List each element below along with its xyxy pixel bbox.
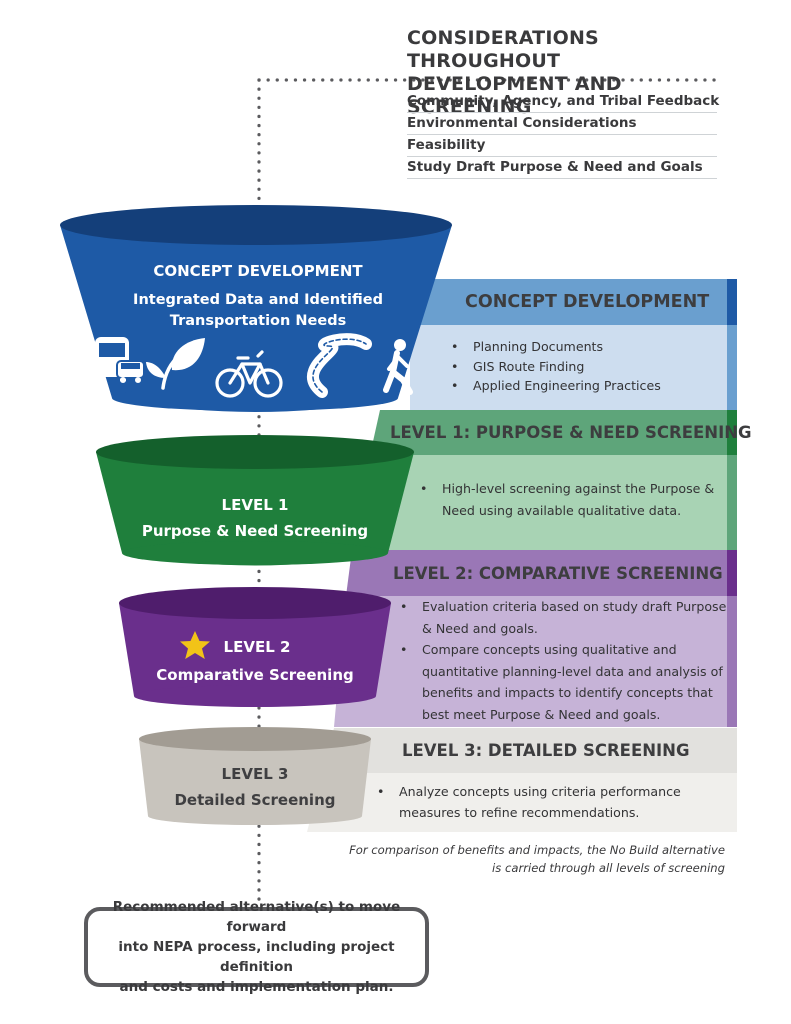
pedestrian-icon	[383, 339, 413, 395]
concept-panel-bullets: Planning Documents GIS Route Finding App…	[451, 337, 661, 396]
level1-funnel-title: LEVEL 1	[221, 496, 289, 514]
final-line: and costs and implementation plan.	[119, 979, 394, 995]
consideration-item: Environmental Considerations	[407, 113, 717, 135]
level3-panel-bullets: Analyze concepts using criteria performa…	[377, 782, 681, 823]
bullet-item: Compare concepts using qualitative and q…	[400, 639, 726, 725]
concept-funnel-subtitle: Integrated Data and Identified Transport…	[88, 290, 428, 332]
level1-panel-title: LEVEL 1: PURPOSE & NEED SCREENING	[390, 423, 752, 442]
bullet-line: measures to refine recommendations.	[399, 804, 640, 820]
considerations-title-line: CONSIDERATIONS THROUGHOUT	[407, 27, 599, 72]
level2-funnel-subtitle: Comparative Screening	[156, 666, 354, 684]
bullet-line: & Need and goals.	[422, 620, 538, 636]
note-line: is carried through all levels of screeni…	[492, 861, 725, 875]
bullet-line: benefits and impacts to identify concept…	[422, 685, 713, 700]
level1-funnel-subtitle: Purpose & Need Screening	[141, 522, 369, 540]
funnel-tier-level1	[96, 435, 414, 566]
level2-funnel-title: LEVEL 2	[223, 638, 291, 656]
bullet-item: Applied Engineering Practices	[451, 376, 661, 396]
leaf-icon	[146, 338, 205, 390]
no-build-note: For comparison of benefits and impacts, …	[330, 841, 725, 877]
bullet-line: High-level screening against the Purpose…	[442, 481, 715, 496]
considerations-title: CONSIDERATIONS THROUGHOUT DEVELOPMENT AN…	[407, 27, 747, 119]
bullet-item: Analyze concepts using criteria performa…	[377, 782, 681, 823]
concept-funnel-subtitle-line: Transportation Needs	[169, 313, 347, 329]
road-icon	[307, 333, 372, 398]
level3-funnel-title: LEVEL 3	[221, 765, 289, 783]
bullet-item: Evaluation criteria based on study draft…	[400, 596, 726, 639]
bullet-line: quantitative planning-level data and ana…	[422, 663, 723, 679]
bus-car-icon	[95, 337, 145, 383]
concept-panel-title: CONCEPT DEVELOPMENT	[465, 292, 710, 312]
bullet-line: Evaluation criteria based on study draft…	[422, 599, 727, 614]
level2-panel-title: LEVEL 2: COMPARATIVE SCREENING	[393, 564, 723, 583]
bullet-line: best meet Purpose & Need and goals.	[422, 706, 661, 722]
recommended-alternative-box: Recommended alternative(s) to move forwa…	[84, 899, 429, 995]
bicycle-icon	[215, 350, 283, 398]
consideration-item: Feasibility	[407, 135, 717, 157]
final-line: Recommended alternative(s) to move forwa…	[112, 899, 401, 935]
star-icon	[180, 631, 210, 659]
bullet-line: Compare concepts using qualitative and	[422, 642, 677, 657]
consideration-item: Study Draft Purpose & Need and Goals	[407, 157, 717, 179]
funnel-tier-level3	[139, 727, 371, 825]
concept-funnel-subtitle-line: Integrated Data and Identified	[133, 292, 383, 308]
bullet-item: Planning Documents	[451, 337, 661, 357]
concept-funnel-title: CONCEPT DEVELOPMENT	[153, 262, 363, 280]
level2-panel-bullets: Evaluation criteria based on study draft…	[400, 596, 726, 725]
consideration-item: Community, Agency, and Tribal Feedback	[407, 91, 719, 113]
level1-panel-bullets: High-level screening against the Purpose…	[420, 478, 714, 522]
level3-funnel-subtitle: Detailed Screening	[174, 791, 336, 809]
funnel-tier-concept	[60, 205, 452, 412]
note-line: For comparison of benefits and impacts, …	[349, 843, 725, 857]
bullet-line: Analyze concepts using criteria performa…	[399, 784, 681, 799]
final-line: into NEPA process, including project def…	[118, 939, 395, 975]
bullet-item: High-level screening against the Purpose…	[420, 478, 714, 522]
funnel-tier-level2	[119, 587, 391, 707]
level3-panel-title: LEVEL 3: DETAILED SCREENING	[402, 741, 690, 760]
bullet-line: Need using available qualitative data.	[442, 503, 682, 518]
bullet-item: GIS Route Finding	[451, 357, 661, 377]
recommended-alternative-text: Recommended alternative(s) to move forwa…	[98, 897, 415, 997]
